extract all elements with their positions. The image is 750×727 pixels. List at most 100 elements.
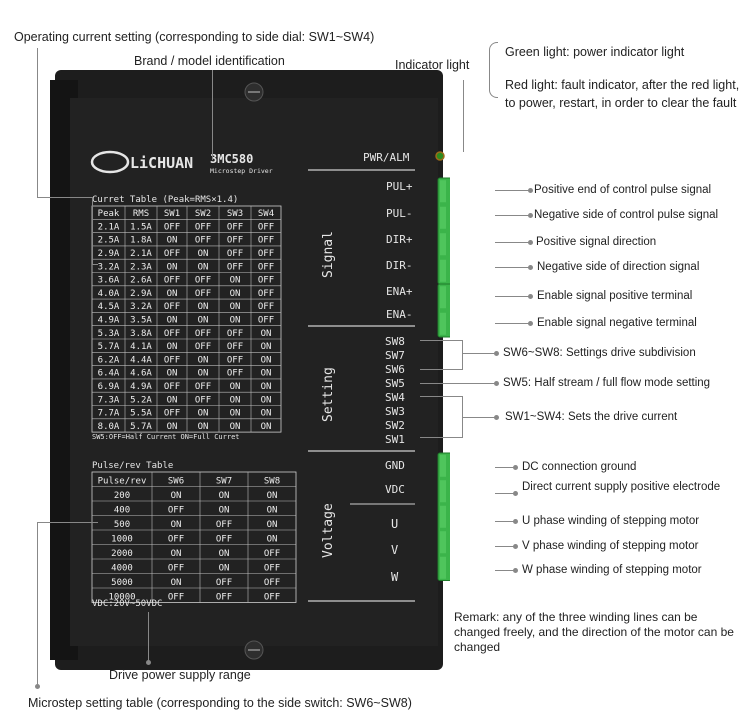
current-table-cell: ON bbox=[167, 395, 178, 405]
signal-section-label: Signal bbox=[321, 231, 336, 278]
pin-ena-plus: ENA+ bbox=[386, 285, 413, 298]
pulse-table-cell: OFF bbox=[264, 592, 280, 602]
current-table-header-cell: SW2 bbox=[195, 209, 211, 219]
current-table-header-cell: Peak bbox=[98, 209, 120, 219]
current-table-cell: OFF bbox=[195, 395, 211, 405]
current-table-cell: ON bbox=[198, 262, 209, 272]
power-pins: GND VDC U V W bbox=[385, 459, 405, 584]
current-table-cell: 2.9A bbox=[98, 249, 120, 259]
current-table-cell: OFF bbox=[258, 222, 274, 232]
pin-sw5: SW5 bbox=[385, 377, 405, 390]
power-range-annotation: Drive power supply range bbox=[109, 668, 251, 682]
gnd-annotation: DC connection ground bbox=[522, 461, 637, 473]
current-table-cell: 3.6A bbox=[98, 276, 120, 286]
current-table-cell: 5.3A bbox=[98, 329, 120, 339]
current-table-cell: 6.4A bbox=[98, 369, 120, 379]
pin-pul-minus: PUL- bbox=[386, 207, 413, 220]
pulse-table-cell: OFF bbox=[264, 549, 280, 559]
pulse-table-cell: OFF bbox=[168, 592, 184, 602]
current-table-title: Curret Table (Peak=RMS×1.4) bbox=[92, 195, 238, 205]
current-table-cell: 3.2A bbox=[130, 302, 152, 312]
current-table-cell: 5.7A bbox=[130, 422, 152, 432]
setting-pins: SW8 SW7 SW6 SW5 SW4 SW3 SW2 SW1 bbox=[385, 335, 405, 446]
current-table-cell: 4.9A bbox=[98, 316, 120, 326]
current-table-header-cell: SW1 bbox=[164, 209, 180, 219]
current-table-cell: 2.6A bbox=[130, 276, 152, 286]
current-table-cell: 7.3A bbox=[98, 395, 120, 405]
current-table-cell: 4.6A bbox=[130, 369, 152, 379]
pulse-table-cell: ON bbox=[219, 549, 230, 559]
pin-dir-minus: DIR- bbox=[386, 259, 413, 272]
pulse-table-cell: 1000 bbox=[111, 534, 133, 544]
pulse-table-cell: ON bbox=[171, 578, 182, 588]
pulse-table-cell: 500 bbox=[114, 520, 130, 530]
pin-sw6: SW6 bbox=[385, 363, 405, 376]
operating-current-annotation: Operating current setting (corresponding… bbox=[14, 30, 375, 44]
pulse-table-cell: ON bbox=[267, 520, 278, 530]
current-table-cell: ON bbox=[198, 355, 209, 365]
voltage-range-label: VDC:20V~50VDC bbox=[92, 599, 162, 609]
current-table-cell: ON bbox=[230, 395, 241, 405]
current-table-cell: ON bbox=[198, 316, 209, 326]
sw6-8-annotation: SW6~SW8: Settings drive subdivision bbox=[503, 347, 696, 359]
current-table-cell: OFF bbox=[258, 276, 274, 286]
current-table-cell: ON bbox=[230, 422, 241, 432]
pulse-table-cell: OFF bbox=[216, 592, 232, 602]
pulse-table-cell: OFF bbox=[264, 563, 280, 573]
pulse-table-header-cell: SW8 bbox=[264, 476, 280, 486]
current-table-cell: OFF bbox=[195, 329, 211, 339]
terminal-blocks bbox=[437, 177, 450, 581]
current-table-cell: 2.9A bbox=[130, 289, 152, 299]
pulse-table-cell: 2000 bbox=[111, 549, 133, 559]
brand-model-annotation: Brand / model identification bbox=[134, 54, 285, 68]
pin-w: W bbox=[391, 570, 399, 584]
u-phase-annotation: U phase winding of stepping motor bbox=[522, 515, 700, 527]
current-table-cell: OFF bbox=[195, 382, 211, 392]
ena-minus-annotation: Enable signal negative terminal bbox=[537, 317, 697, 329]
green-light-annotation: Green light: power indicator light bbox=[505, 45, 685, 59]
current-table-cell: ON bbox=[261, 369, 272, 379]
pin-sw3: SW3 bbox=[385, 405, 405, 418]
current-table-cell: 1.5A bbox=[130, 222, 152, 232]
current-table-cell: OFF bbox=[227, 369, 243, 379]
current-table-cell: ON bbox=[230, 316, 241, 326]
pulse-table-cell: ON bbox=[171, 549, 182, 559]
current-table-cell: OFF bbox=[227, 262, 243, 272]
current-table-cell: ON bbox=[261, 395, 272, 405]
current-table-cell: OFF bbox=[195, 222, 211, 232]
current-table-cell: OFF bbox=[164, 249, 180, 259]
current-table-cell: 8.0A bbox=[98, 422, 120, 432]
current-table-cell: 2.3A bbox=[130, 262, 152, 272]
current-table-cell: ON bbox=[230, 289, 241, 299]
pin-sw7: SW7 bbox=[385, 349, 405, 362]
current-table-cell: 5.5A bbox=[130, 409, 152, 419]
current-table-cell: ON bbox=[167, 289, 178, 299]
voltage-section-label: Voltage bbox=[321, 503, 336, 558]
current-table-cell: OFF bbox=[227, 355, 243, 365]
current-table-cell: 2.5A bbox=[98, 236, 120, 246]
current-table-cell: ON bbox=[167, 262, 178, 272]
current-table-cell: 4.0A bbox=[98, 289, 120, 299]
current-table-cell: OFF bbox=[164, 222, 180, 232]
pulse-table-header-cell: SW6 bbox=[168, 476, 184, 486]
current-table-cell: ON bbox=[198, 422, 209, 432]
pin-u: U bbox=[391, 517, 398, 531]
stepper-driver-device: LiCHUAN 3MC580 Microstep Driver Curret T… bbox=[50, 70, 450, 670]
current-table-cell: ON bbox=[198, 369, 209, 379]
dir-plus-annotation: Positive signal direction bbox=[536, 236, 657, 248]
current-table-cell: OFF bbox=[164, 302, 180, 312]
pulse-table-cell: OFF bbox=[216, 578, 232, 588]
indicator-light-annotation: Indicator light bbox=[395, 58, 470, 72]
pulse-table-cell: ON bbox=[267, 534, 278, 544]
pin-dir-plus: DIR+ bbox=[386, 233, 413, 246]
pulse-table-cell: OFF bbox=[168, 505, 184, 515]
pulse-table-cell: OFF bbox=[264, 578, 280, 588]
sw1-4-annotation: SW1~SW4: Sets the drive current bbox=[505, 411, 678, 423]
current-table-cell: ON bbox=[261, 342, 272, 352]
current-table-cell: OFF bbox=[258, 289, 274, 299]
current-table-cell: ON bbox=[261, 422, 272, 432]
model-subtitle: Microstep Driver bbox=[210, 167, 273, 175]
pwr-alm-label: PWR/ALM bbox=[363, 151, 410, 164]
current-table-cell: OFF bbox=[258, 236, 274, 246]
